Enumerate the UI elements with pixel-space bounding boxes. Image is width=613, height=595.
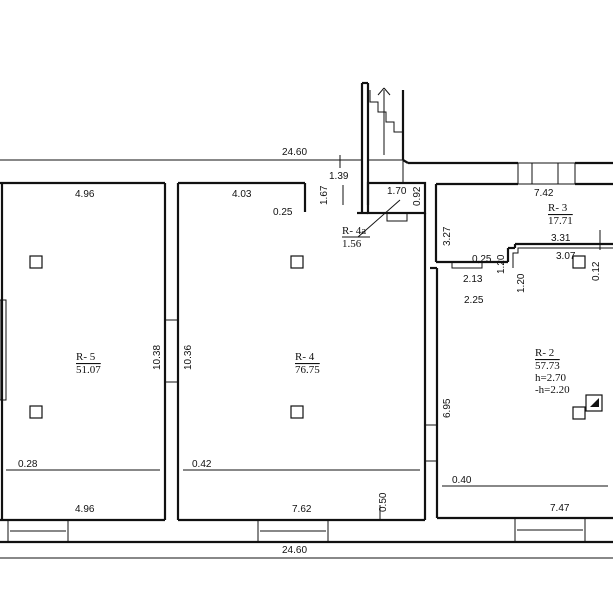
dim-r4-top: 4.03 <box>232 189 252 200</box>
dim-r3-side: 3.27 <box>442 226 453 246</box>
walls <box>0 81 613 559</box>
dim-bottom-total: 24.60 <box>282 545 307 556</box>
room-r4a-area: 1.56 <box>342 238 362 250</box>
room-labels: R- 5 51.07 R- 4 76.75 R- 4a 1.56 R- 3 17… <box>76 202 573 396</box>
room-r5-area: 51.07 <box>76 364 101 376</box>
dim-top-total: 24.60 <box>282 147 307 158</box>
dim-r4a-h: 0.92 <box>412 186 423 206</box>
dim-r4-bottom: 7.62 <box>292 504 312 515</box>
dim-r2-side: 6.95 <box>442 398 453 418</box>
dim-1-67: 1.67 <box>319 185 330 205</box>
dim-r2-offset: 0.40 <box>452 475 472 486</box>
dim-r4a-w: 1.70 <box>387 186 407 197</box>
dim-r3-h: 2.25 <box>464 295 484 306</box>
dim-r3-c: 0.12 <box>591 261 602 281</box>
dim-r3-b: 3.07 <box>556 251 576 262</box>
room-r4a-label: R- 4a <box>342 225 366 237</box>
room-r3-label: R- 3 <box>548 202 568 214</box>
room-r2-label: R- 2 <box>535 347 554 359</box>
room-r2-area: 57.73 <box>535 360 560 372</box>
dim-r4-offset: 0.42 <box>192 459 212 470</box>
dim-r3-top: 7.42 <box>534 188 554 199</box>
dim-r4-notch: 0.25 <box>273 207 293 218</box>
dim-r5-offset: 0.28 <box>18 459 38 470</box>
dim-r4-height: 10.36 <box>183 345 194 370</box>
dim-r3-f: 1.20 <box>516 273 527 293</box>
room-r2-height: h=2.70 <box>535 372 566 384</box>
room-r2-height-low: -h=2.20 <box>535 384 570 396</box>
room-r4-label: R- 4 <box>295 351 315 363</box>
dim-1-39: 1.39 <box>329 171 349 182</box>
dim-r3-a: 3.31 <box>551 233 571 244</box>
room-r4-area: 76.75 <box>295 364 320 376</box>
dim-r5-top: 4.96 <box>75 189 95 200</box>
dim-r4-bottom-small: 0.50 <box>378 492 389 512</box>
dim-r3-d: 0,25 <box>472 254 492 265</box>
dim-r5-bottom: 4.96 <box>75 504 95 515</box>
dim-r3-g: 2.13 <box>463 274 483 285</box>
dim-r2-bottom: 7.47 <box>550 503 570 514</box>
dim-r3-e: 1.20 <box>496 254 507 274</box>
dim-r5-height: 10.38 <box>152 345 163 370</box>
dimension-labels: 24.60 24.60 4.96 4.96 10.38 0.28 4.03 0.… <box>18 147 602 556</box>
room-r5-label: R- 5 <box>76 351 96 363</box>
room-r3-area: 17.71 <box>548 215 573 227</box>
